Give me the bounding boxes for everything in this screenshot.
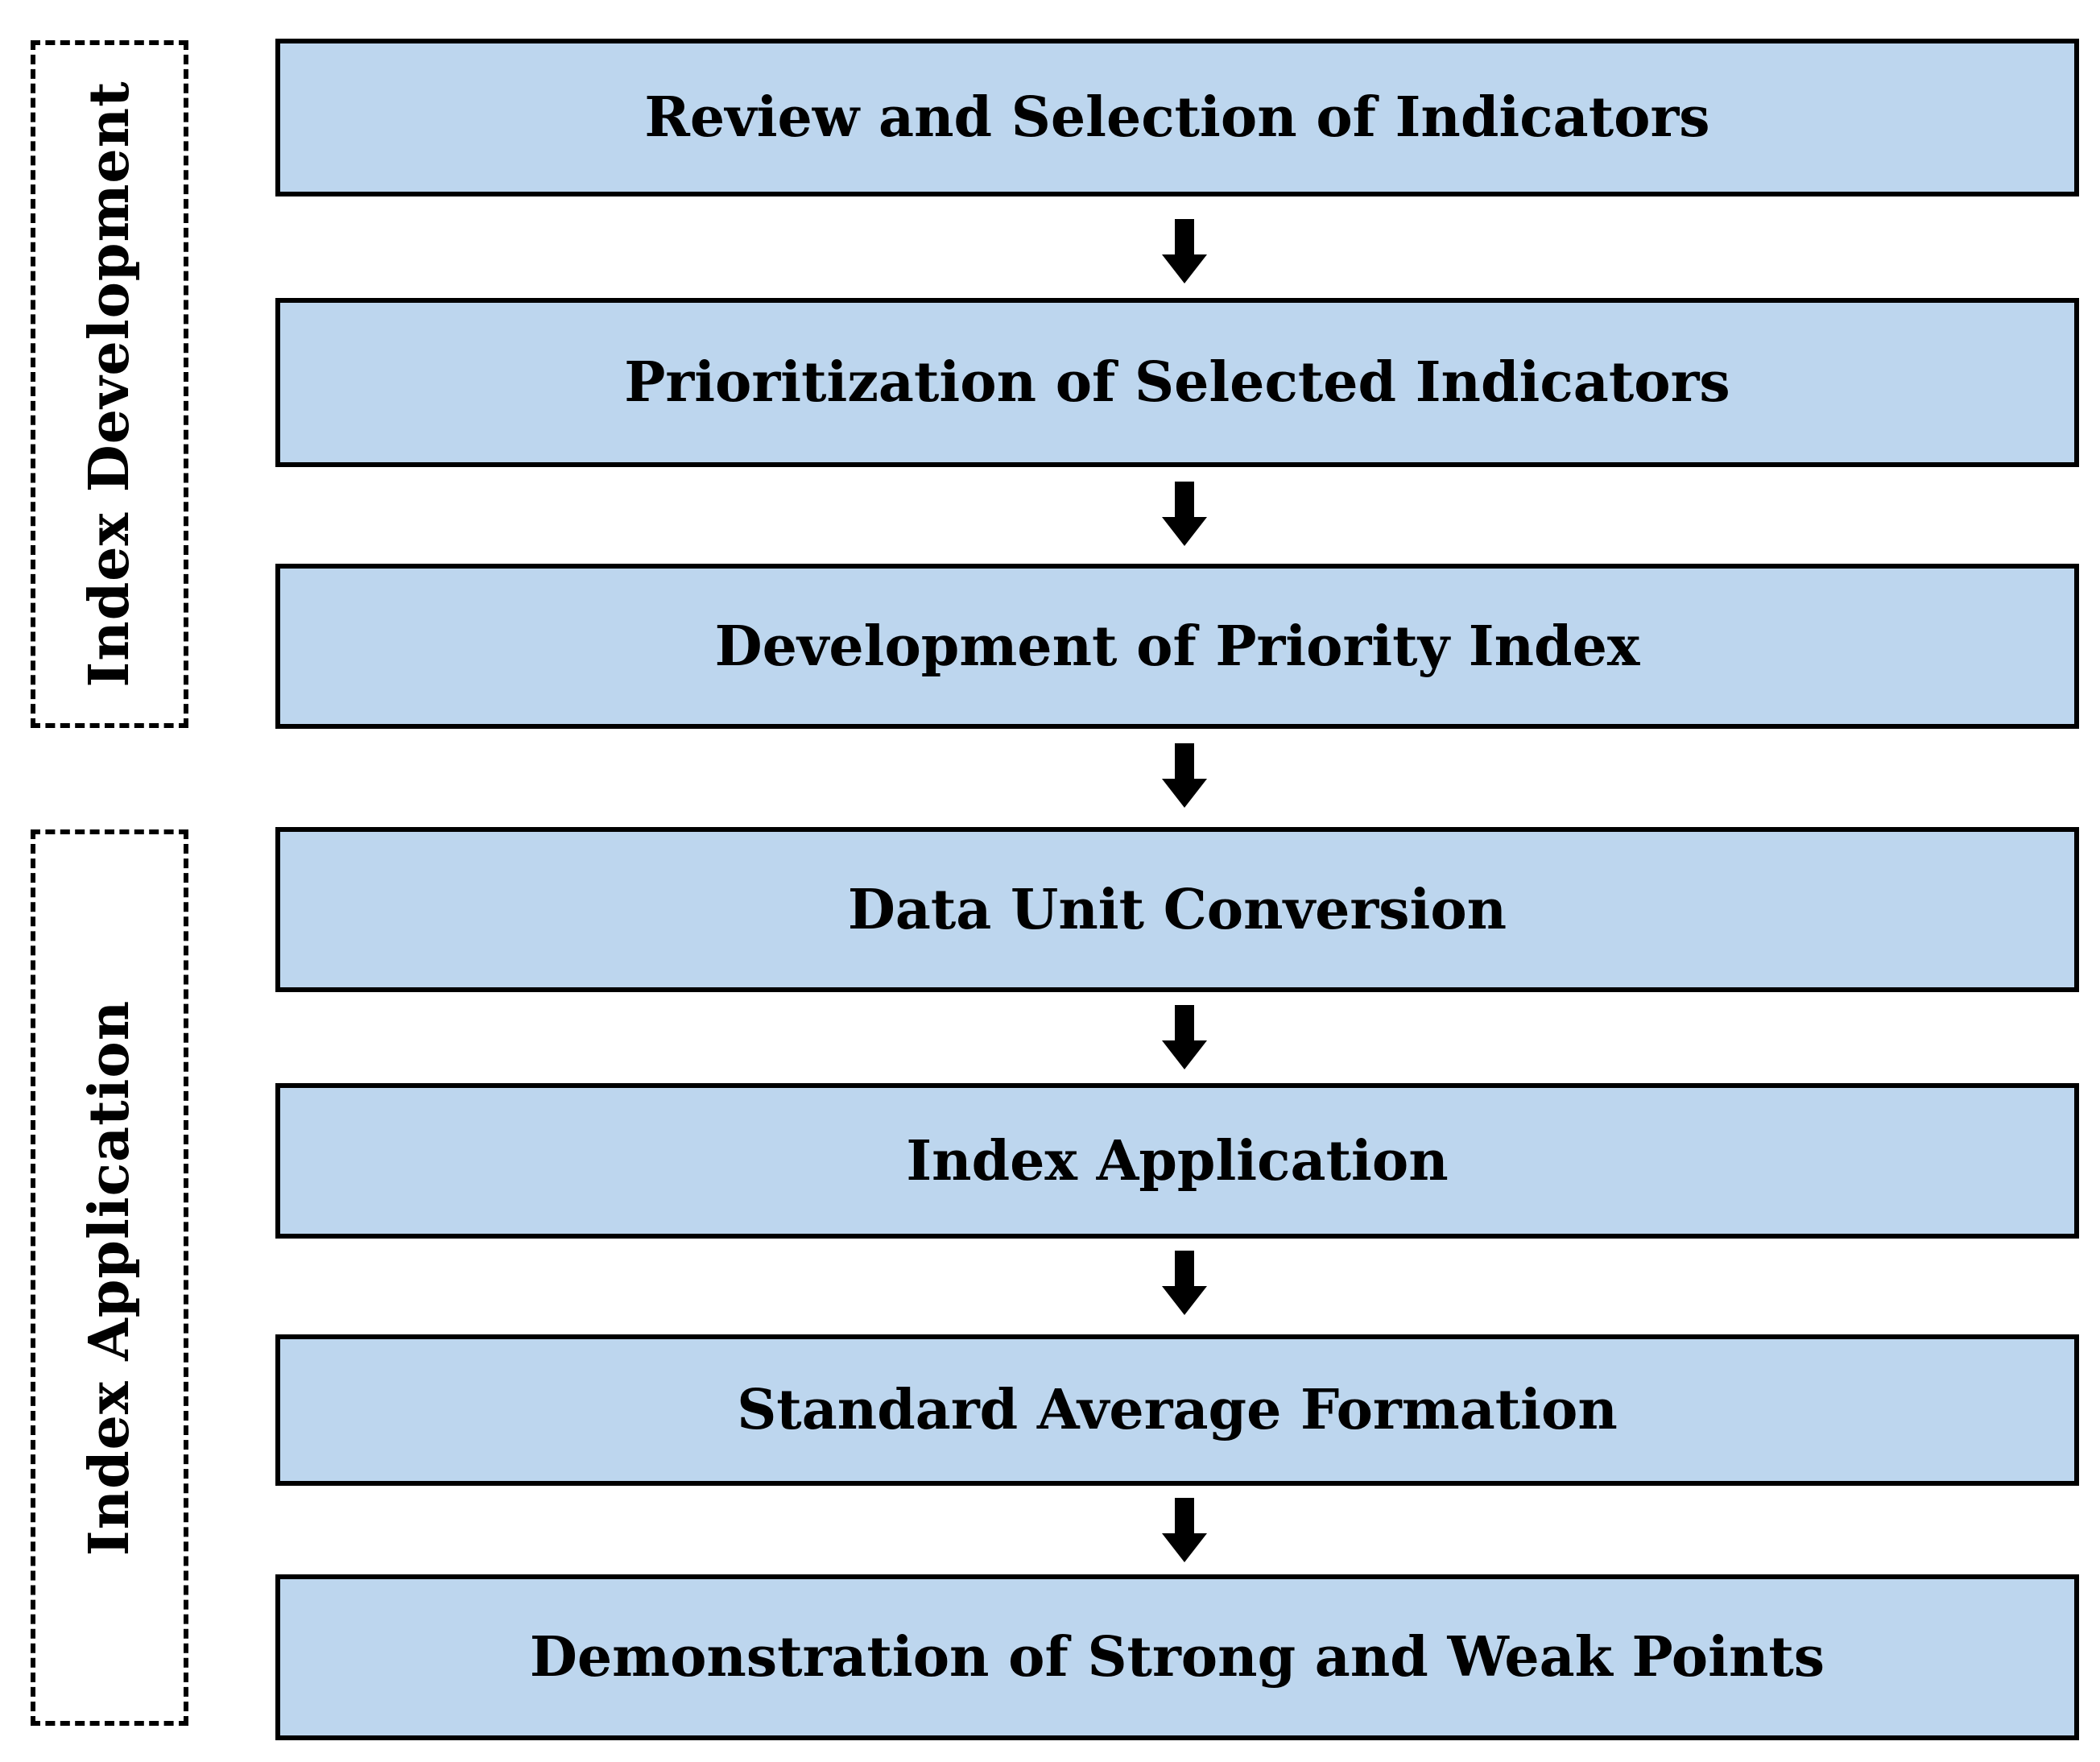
- down-arrow-icon: [1162, 1005, 1207, 1069]
- step-label: Standard Average Formation: [737, 1378, 1618, 1442]
- down-arrow-icon: [1162, 219, 1207, 283]
- step-label: Development of Priority Index: [714, 614, 1640, 679]
- step-index-application: Index Application: [275, 1083, 2079, 1239]
- step-prioritization: Prioritization of Selected Indicators: [275, 298, 2079, 467]
- step-data-unit-conversion: Data Unit Conversion: [275, 827, 2079, 992]
- group-label-index-development: Index Development: [77, 81, 142, 688]
- step-priority-index: Development of Priority Index: [275, 564, 2079, 729]
- step-label: Demonstration of Strong and Weak Points: [529, 1625, 1825, 1690]
- group-index-application: Index Application: [31, 829, 188, 1726]
- down-arrow-icon: [1162, 1251, 1207, 1315]
- group-label-index-application: Index Application: [77, 999, 142, 1556]
- down-arrow-icon: [1162, 482, 1207, 546]
- step-standard-average: Standard Average Formation: [275, 1334, 2079, 1486]
- down-arrow-icon: [1162, 743, 1207, 808]
- step-label: Data Unit Conversion: [847, 877, 1507, 942]
- down-arrow-icon: [1162, 1498, 1207, 1562]
- step-strong-weak-points: Demonstration of Strong and Weak Points: [275, 1574, 2079, 1740]
- step-label: Review and Selection of Indicators: [644, 85, 1710, 150]
- step-review-selection: Review and Selection of Indicators: [275, 39, 2079, 196]
- step-label: Index Application: [906, 1128, 1449, 1193]
- step-label: Prioritization of Selected Indicators: [624, 350, 1730, 415]
- group-index-development: Index Development: [31, 40, 188, 728]
